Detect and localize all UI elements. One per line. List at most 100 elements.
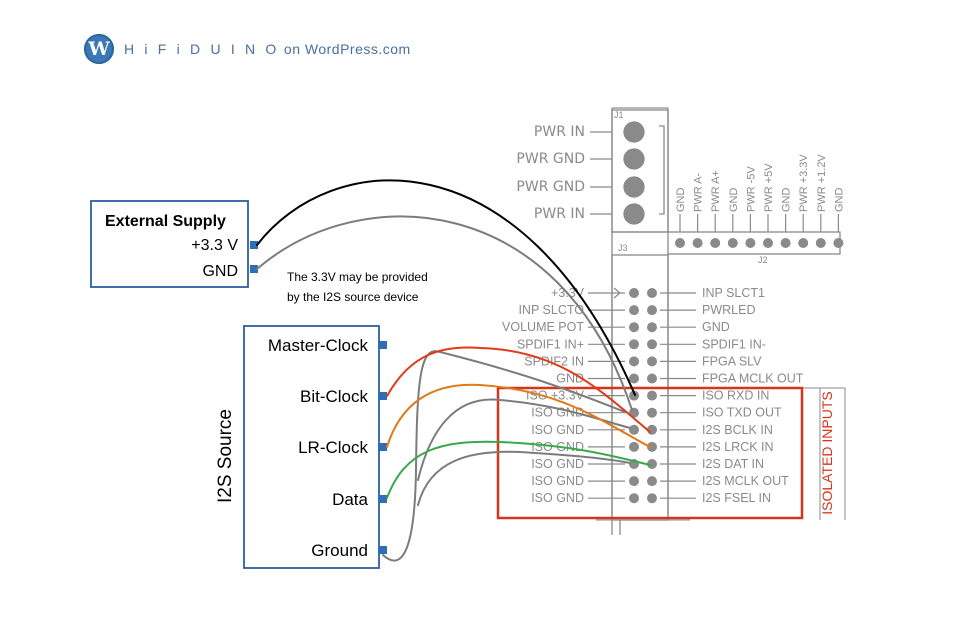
j3-left-pin-label: ISO GND (531, 474, 584, 488)
j3-left-pin-label: VOLUME POT (502, 320, 584, 334)
j3-label: J3 (618, 243, 628, 253)
j3-right-pin-label: ISO TXD OUT (702, 406, 782, 420)
supply-pin-label: GND (202, 263, 238, 280)
j2-pin (833, 238, 844, 248)
isolated-inputs-label: ISOLATED INPUTS (819, 391, 835, 514)
j3-right-pin-label: FPGA SLV (702, 354, 762, 368)
j3-pin (647, 288, 657, 298)
j1-pin-label: PWR GND (516, 179, 585, 195)
wire-ground-return-gray[interactable] (382, 350, 626, 562)
j2-pin (745, 238, 756, 248)
j3-pin (647, 356, 657, 367)
site-brand[interactable]: W H i F i D U I N O on WordPress.com (84, 33, 411, 65)
wordpress-logo-icon: W (84, 34, 114, 64)
i2s-pin-label: Master-Clock (268, 336, 369, 355)
j3-pin (647, 407, 657, 418)
j2-label: J2 (758, 255, 768, 265)
j1-connector: PWR IN PWR GND PWR GND PWR IN (516, 121, 645, 225)
j1-pin-label: PWR GND (516, 151, 585, 167)
j2-pin-label: PWR -5V (745, 166, 757, 213)
i2s-pin-label: Ground (311, 541, 368, 560)
j3-right-pin-label: PWRLED (702, 303, 755, 317)
j3-left-pin-label: SPDIF1 IN+ (517, 337, 584, 351)
j2-pin-label: PWR +5V (763, 163, 775, 212)
j3-right-pin-label: ISO RXD IN (702, 389, 769, 403)
j3-left-pin-label: ISO +3.3V (526, 389, 585, 403)
j3-left-pin-label: INP SLCTO (518, 303, 584, 317)
site-name-spaced: H i F i D U I N O (124, 41, 280, 57)
j2-pin (763, 238, 773, 248)
j3-pin (629, 305, 639, 316)
j2-pin-label: GND (675, 188, 687, 213)
j2-pin (727, 238, 738, 248)
j3-right-pin-label: I2S FSEL IN (702, 491, 771, 505)
j1-pin-label: PWR IN (534, 206, 585, 222)
j3-pin (647, 305, 657, 316)
j3-pin (629, 390, 639, 401)
i2s-pin-terminal[interactable] (378, 341, 387, 349)
j2-pin-label: PWR A- (693, 173, 705, 212)
j3-right-pin-label: SPDIF1 IN- (702, 337, 766, 351)
j3-pin (647, 339, 657, 350)
j3-pin (629, 322, 639, 333)
i2s-pin-label: LR-Clock (298, 438, 368, 457)
supply-pin-terminal[interactable] (250, 241, 258, 249)
j2-connector: GND PWR A- PWR A+ GND PWR -5V PWR +5V GND PWR +… (675, 154, 845, 248)
j3-left-pin-label: GND (556, 372, 584, 386)
j3-pin (647, 322, 657, 333)
j3-pin (629, 493, 639, 504)
wire-data-green[interactable] (386, 440, 651, 499)
j2-pin-label: PWR +1.2V (816, 154, 828, 212)
j3-pin (647, 459, 657, 469)
j2-pin (815, 238, 826, 248)
j3-right-pin-label: INP SLCT1 (702, 286, 765, 300)
j3-pin (647, 493, 657, 504)
j3-right-pin-label: I2S LRCK IN (702, 440, 774, 454)
i2s-source-box: I2S Source Master-Clock Bit-Clock LR-Clo… (215, 325, 387, 569)
wire-bitclock-red[interactable] (386, 346, 651, 433)
j3-right-pin-label: FPGA MCLK OUT (702, 372, 804, 386)
j3-right-pin-label: I2S MCLK OUT (702, 474, 789, 488)
j2-pin (798, 238, 809, 248)
j2-pin-label: PWR A+ (710, 170, 722, 212)
j3-pin (629, 441, 639, 452)
i2s-pin-terminal[interactable] (378, 495, 387, 503)
j2-pin (692, 238, 703, 248)
j3-pin (629, 373, 639, 384)
j3-pin (629, 339, 639, 350)
j3-right-pin-label: I2S DAT IN (702, 457, 764, 471)
j3-pin (647, 441, 657, 452)
wire-lrclock-orange[interactable] (386, 383, 651, 448)
j2-pin-label: GND (728, 188, 740, 213)
wire-ground-branch-gray-2[interactable] (417, 450, 631, 506)
j3-right-pin-label: GND (702, 320, 730, 334)
j2-pin (675, 238, 685, 248)
wire-ground-branch-gray[interactable] (417, 398, 631, 481)
i2s-pin-terminal[interactable] (378, 546, 387, 554)
site-name-suffix: on WordPress.com (279, 41, 411, 57)
i2s-pin-terminal[interactable] (378, 443, 387, 451)
wire-gnd-supply-gray[interactable] (256, 215, 633, 411)
arrow-icon (613, 287, 621, 299)
j1-pin-label: PWR IN (534, 124, 585, 140)
j3-left-pin-label: ISO GND (531, 491, 584, 505)
j3-left-pin-label: ISO GND (531, 423, 584, 437)
j1-label: J1 (614, 110, 624, 120)
supply-pin-label: +3.3 V (191, 237, 238, 254)
supply-pin-terminal[interactable] (250, 265, 258, 273)
i2s-pin-terminal[interactable] (378, 392, 387, 400)
j3-pin (647, 390, 657, 401)
external-supply-title: External Supply (105, 213, 226, 230)
j2-pin (780, 238, 791, 248)
external-supply-box: External Supply +3.3 V GND (90, 200, 258, 288)
i2s-pin-label: Data (332, 490, 368, 509)
wire-3v3-black[interactable] (256, 179, 636, 396)
j3-pin (629, 356, 639, 367)
j3-pin (629, 476, 639, 487)
j2-pin (710, 238, 721, 248)
i2s-pin-label: Bit-Clock (300, 387, 369, 406)
j2-pin-label: PWR +3.3V (798, 154, 810, 212)
j2-pin-label: GND (833, 188, 845, 213)
